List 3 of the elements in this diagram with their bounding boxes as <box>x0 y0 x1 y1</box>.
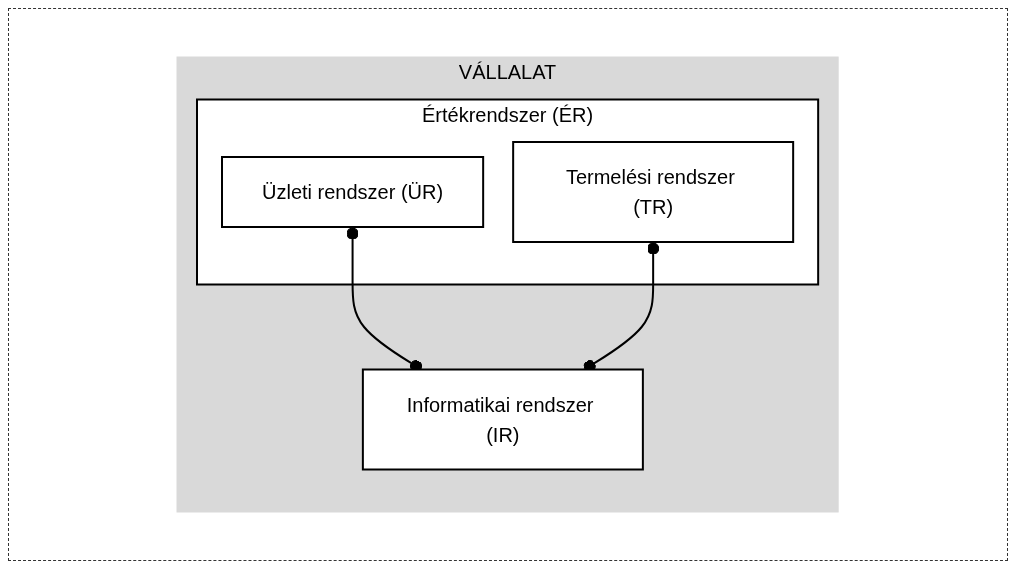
node-box: Üzleti rendszer (ÜR) <box>221 156 485 228</box>
node-box: Termelési rendszer (TR) <box>512 141 795 243</box>
node-box: Informatikai rendszer (IR) <box>362 368 645 471</box>
